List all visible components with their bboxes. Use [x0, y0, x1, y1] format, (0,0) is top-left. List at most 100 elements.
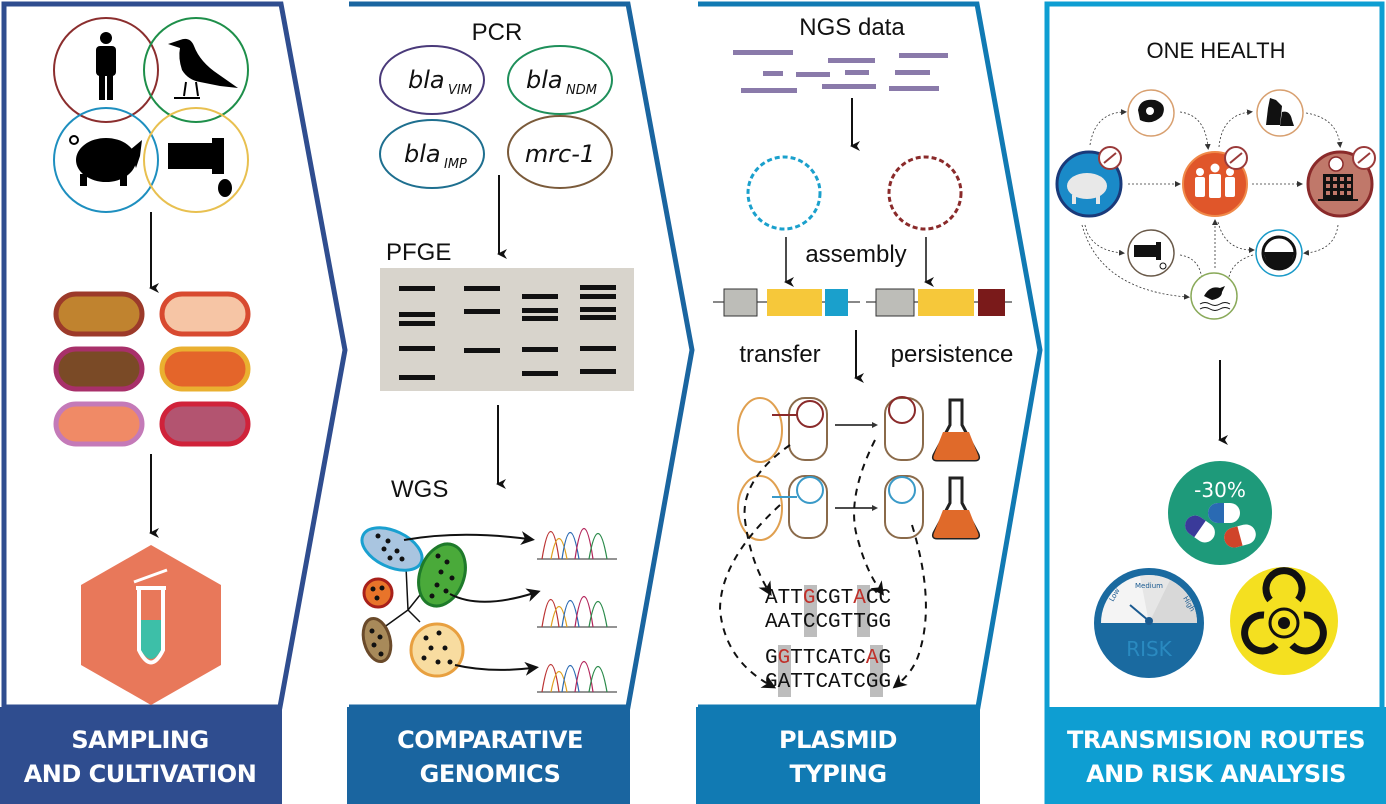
sequence-base: T [803, 671, 816, 694]
water-tank-node-icon [1255, 229, 1303, 277]
source-circle-bird [143, 17, 249, 123]
wastewater-node-icon [1127, 229, 1175, 277]
caption-transmission-line2: AND RISK ANALYSIS [1086, 760, 1346, 788]
sequence-base: A [765, 611, 778, 634]
phylogenetic-tree [360, 526, 467, 678]
risk-gauge-icon: Low Medium High RISK [1094, 568, 1204, 678]
cluster-brown [361, 616, 393, 664]
sequence-base: G [778, 647, 791, 670]
gene-subscript: IMP [444, 157, 467, 172]
meat-node-icon [1127, 89, 1175, 137]
wild-bird-water-node-icon [1190, 272, 1238, 320]
cluster-orange [362, 577, 394, 609]
dashed-traceback-arrows [718, 439, 927, 689]
caption-transmission-bg [1045, 707, 1386, 804]
plasmid-blue-icon [746, 155, 822, 231]
sequence-base: T [803, 647, 816, 670]
antibiotic-reduction-icon: -30% [1168, 461, 1272, 565]
caption-sampling-line2: AND CULTIVATION [24, 760, 257, 788]
sequence-base: T [841, 587, 854, 610]
gene-base: mrc-1 [525, 140, 595, 168]
flask-icon [931, 476, 981, 540]
sequence-base: T [841, 647, 854, 670]
sequence-base: G [828, 587, 841, 610]
gene-bla-imp: bla IMP [379, 119, 485, 189]
sequence-base: T [790, 647, 803, 670]
cluster-green [417, 542, 467, 608]
test-tube-hexagon-icon [81, 545, 221, 705]
sequence-base: A [828, 671, 841, 694]
plasmid-red-icon [887, 155, 963, 231]
ngs-title: NGS data [799, 14, 905, 41]
caption-sampling-line1: SAMPLING [71, 726, 208, 754]
sequence-base: G [866, 671, 879, 694]
sequence-base: G [828, 611, 841, 634]
gene-base: bla [404, 140, 441, 168]
sequence-base: T [790, 611, 803, 634]
sequence-base: C [803, 611, 816, 634]
caption-comparative-bg [347, 707, 630, 804]
source-circle-wastewater [143, 107, 249, 213]
sequence-base: G [765, 671, 778, 694]
gene-mrc-1: mrc-1 [507, 115, 613, 189]
caption-plasmid-line1: PLASMID [779, 726, 897, 754]
gene-bla-vim: bla VIM [379, 45, 485, 115]
conjugation-blue [737, 475, 924, 541]
gene-base: bla [408, 66, 445, 94]
chromatogram [537, 660, 617, 693]
sequence-base: G [878, 611, 891, 634]
pcr-title: PCR [472, 19, 523, 46]
colonies [53, 291, 251, 447]
panel-transmission-frame [1044, 1, 1385, 804]
ngs-reads [733, 50, 948, 93]
sequence-base: G [866, 611, 879, 634]
chromatogram [537, 595, 617, 628]
conjugation-red [737, 396, 924, 463]
sequence-line: GGTTCATCAG [765, 647, 891, 670]
pfge-title: PFGE [386, 239, 451, 266]
sequence-base: A [778, 611, 791, 634]
pet-node-icon [1256, 89, 1304, 137]
assembled-contig-blue [713, 288, 860, 317]
sequence-base: T [778, 587, 791, 610]
sequence-base: A [866, 647, 879, 670]
gauge-medium-label: Medium [1135, 582, 1163, 590]
assembly-label: assembly [805, 241, 906, 268]
wgs-title: WGS [391, 476, 448, 503]
cluster-blue [360, 526, 424, 572]
panel-sampling: SAMPLING AND CULTIVATION [0, 1, 348, 804]
sequence-base: T [853, 611, 866, 634]
colony [159, 401, 251, 447]
sequence-base: T [790, 587, 803, 610]
hospital-node-icon [1306, 146, 1376, 218]
transfer-label: transfer [739, 341, 820, 368]
caption-comparative-line1: COMPARATIVE [397, 726, 583, 754]
colony [159, 291, 251, 337]
sequence-base: C [815, 647, 828, 670]
colony [159, 346, 251, 392]
sequence-base: C [815, 671, 828, 694]
sequence-base: A [778, 671, 791, 694]
sequence-alignment: ATTGCGTACC AATCCGTTGG GGTTCATCAG GATTCAT… [765, 585, 891, 697]
pfge-gel [380, 268, 634, 391]
sequence-base: C [866, 587, 879, 610]
sequence-base: C [853, 647, 866, 670]
sequence-line: AATCCGTTGG [765, 611, 891, 634]
sequence-base: G [878, 647, 891, 670]
caption-plasmid-bg [696, 707, 980, 804]
persistence-label: persistence [891, 341, 1014, 368]
reduction-label: -30% [1194, 478, 1246, 502]
panel-transmission: TRANSMISION ROUTES AND RISK ANALYSIS ONE… [1044, 1, 1386, 804]
caption-sampling-bg [0, 707, 282, 804]
gene-base: bla [526, 66, 563, 94]
sequence-base: A [765, 587, 778, 610]
flask-icon [931, 398, 981, 462]
sequence-base: G [878, 671, 891, 694]
gene-subscript: NDM [566, 83, 597, 98]
assembled-contig-red [866, 288, 1012, 317]
panel-comparative-genomics: COMPARATIVE GENOMICS PCR bla VIM bla NDM… [347, 1, 695, 804]
sequence-base: C [878, 587, 891, 610]
pig-icon [69, 135, 142, 186]
gene-subscript: VIM [448, 83, 472, 98]
